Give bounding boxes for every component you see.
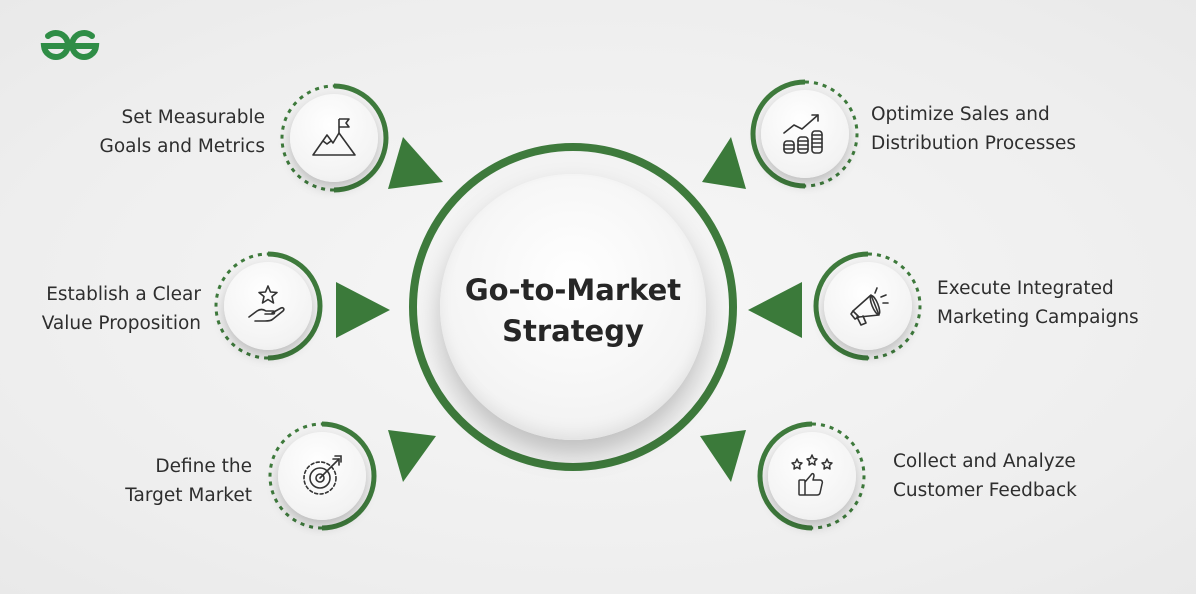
step-right-top-disc: [761, 90, 849, 178]
step-right-mid-line2: Marketing Campaigns: [937, 307, 1139, 328]
arrow-left-mid: [336, 282, 390, 338]
center-title-line2: Strategy: [502, 314, 644, 348]
ring-right-bottom: [757, 421, 866, 531]
step-label-left-bottom: Define the Target Market: [125, 452, 252, 510]
arrow-left-bottom: [388, 430, 436, 482]
step-left-top-disc: [290, 94, 378, 182]
step-right-bottom-line1: Collect and Analyze: [893, 451, 1076, 472]
ring-left-mid: [214, 251, 323, 361]
step-left-bottom-disc: [278, 432, 366, 520]
step-right-mid-disc: [824, 262, 912, 350]
step-left-mid-line2: Value Proposition: [41, 313, 201, 334]
arrow-left-top: [388, 137, 443, 189]
step-left-bottom-line2: Target Market: [125, 485, 252, 506]
step-label-right-mid: Execute Integrated Marketing Campaigns: [937, 274, 1139, 332]
step-right-bottom-line2: Customer Feedback: [893, 480, 1077, 501]
megaphone-icon: [850, 287, 889, 326]
ring-left-top: [280, 83, 389, 193]
step-right-mid-line1: Execute Integrated: [937, 278, 1114, 299]
step-label-left-top: Set Measurable Goals and Metrics: [100, 103, 266, 161]
arrow-right-bottom: [700, 430, 746, 482]
step-left-bottom-line1: Define the: [155, 456, 252, 477]
center-title: Go-to-Market Strategy: [440, 270, 706, 352]
ring-left-bottom: [268, 421, 377, 531]
step-left-top-line2: Goals and Metrics: [99, 136, 266, 157]
center-ring: [409, 143, 737, 471]
center-title-line1: Go-to-Market: [464, 273, 682, 307]
step-label-right-bottom: Collect and Analyze Customer Feedback: [893, 447, 1077, 505]
gfg-logo-icon: [40, 29, 100, 60]
step-left-mid-line1: Establish a Clear: [46, 284, 201, 305]
step-label-left-mid: Establish a Clear Value Proposition: [42, 280, 201, 338]
mountain-flag-icon: [312, 118, 356, 156]
target-arrow-icon: [303, 455, 342, 495]
step-label-right-top: Optimize Sales and Distribution Processe…: [871, 100, 1076, 158]
thumbs-up-stars-icon: [791, 454, 833, 496]
ring-right-mid: [813, 251, 922, 361]
hand-star-icon: [248, 285, 285, 322]
center-disc: [440, 174, 706, 440]
arrow-right-top: [702, 137, 746, 189]
arrow-right-mid: [748, 282, 802, 338]
step-right-bottom-disc: [768, 432, 856, 520]
ring-right-top: [750, 79, 859, 189]
step-left-top-line1: Set Measurable: [121, 107, 265, 128]
coins-growth-icon: [783, 114, 823, 154]
step-left-mid-disc: [224, 262, 312, 350]
step-right-top-line1: Optimize Sales and: [871, 104, 1050, 125]
step-right-top-line2: Distribution Processes: [871, 133, 1077, 154]
